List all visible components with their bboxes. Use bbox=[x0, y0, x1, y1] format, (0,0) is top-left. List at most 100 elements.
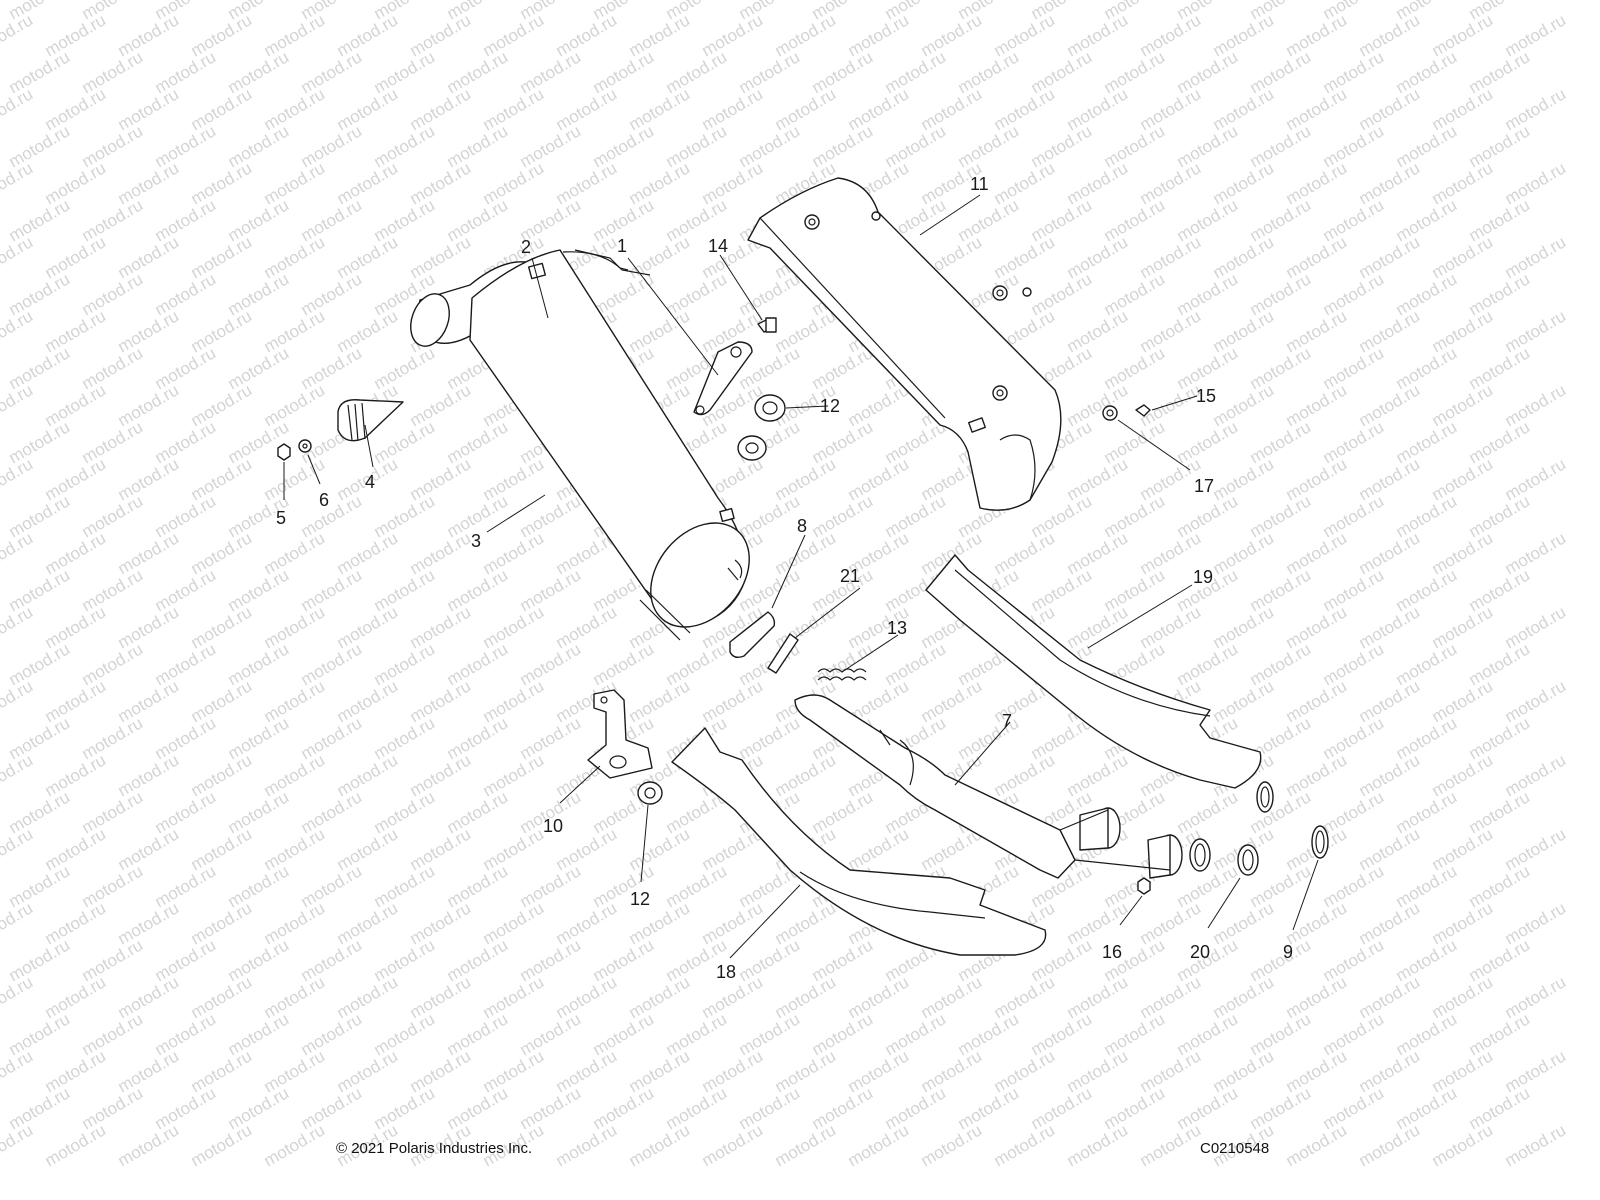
watermark-text: motod.ru bbox=[334, 1046, 402, 1096]
watermark-text: motod.ru bbox=[1502, 602, 1570, 652]
part-21-tube bbox=[767, 633, 799, 674]
callout-14: 14 bbox=[708, 236, 728, 256]
watermark-text: motod.ru bbox=[407, 380, 475, 430]
watermark-text: motod.ru bbox=[0, 306, 36, 356]
watermark-text: motod.ru bbox=[1356, 10, 1424, 60]
watermark-text: motod.ru bbox=[1210, 528, 1278, 578]
callout-1: 1 bbox=[617, 236, 627, 256]
watermark-text: motod.ru bbox=[407, 528, 475, 578]
watermark-text: motod.ru bbox=[1283, 84, 1351, 134]
part-14-bolt bbox=[757, 317, 777, 333]
watermark-text: motod.ru bbox=[42, 676, 110, 726]
watermark-text: motod.ru bbox=[1502, 232, 1570, 282]
watermark-text: motod.ru bbox=[1356, 84, 1424, 134]
watermark-text: motod.ru bbox=[188, 676, 256, 726]
watermark-text: motod.ru bbox=[188, 824, 256, 874]
watermark-text: motod.ru bbox=[1502, 306, 1570, 356]
watermark-text: motod.ru bbox=[407, 1046, 475, 1096]
part-11-heat-shield bbox=[747, 177, 1062, 511]
watermark-text: motod.ru bbox=[1283, 232, 1351, 282]
watermark-text: motod.ru bbox=[1210, 380, 1278, 430]
watermark-text: motod.ru bbox=[480, 972, 548, 1022]
watermark-text: motod.ru bbox=[1137, 898, 1205, 948]
watermark-text: motod.ru bbox=[626, 972, 694, 1022]
watermark-text: motod.ru bbox=[261, 972, 329, 1022]
part-15-bolt bbox=[1135, 404, 1151, 417]
part-12-grommet-upper bbox=[737, 394, 786, 461]
watermark-text: motod.ru bbox=[1283, 306, 1351, 356]
leader-lines bbox=[364, 194, 1319, 959]
part-10-bracket bbox=[587, 689, 653, 779]
watermark-text: motod.ru bbox=[261, 602, 329, 652]
watermark-text: motod.ru bbox=[188, 1120, 256, 1170]
watermark-text: motod.ru bbox=[1356, 306, 1424, 356]
watermark-text: motod.ru bbox=[115, 824, 183, 874]
watermark-text: motod.ru bbox=[626, 824, 694, 874]
watermark-text: motod.ru bbox=[0, 676, 36, 726]
watermark-text: motod.ru bbox=[115, 10, 183, 60]
watermark-text: motod.ru bbox=[1356, 232, 1424, 282]
watermark-text: motod.ru bbox=[42, 750, 110, 800]
watermark-text: motod.ru bbox=[1137, 602, 1205, 652]
watermark-text: motod.ru bbox=[261, 84, 329, 134]
callout-16: 16 bbox=[1102, 942, 1122, 962]
watermark-text: motod.ru bbox=[1429, 158, 1497, 208]
watermark-text: motod.ru bbox=[1429, 84, 1497, 134]
watermark-text: motod.ru bbox=[188, 528, 256, 578]
watermark-text: motod.ru bbox=[188, 380, 256, 430]
watermark-text: motod.ru bbox=[1356, 1120, 1424, 1170]
watermark-text: motod.ru bbox=[407, 10, 475, 60]
watermark-text: motod.ru bbox=[42, 602, 110, 652]
watermark-text: motod.ru bbox=[1210, 454, 1278, 504]
watermark-text: motod.ru bbox=[918, 676, 986, 726]
part-4-spark-arrestor bbox=[337, 399, 404, 442]
watermark-text: motod.ru bbox=[115, 676, 183, 726]
watermark-text: motod.ru bbox=[1210, 232, 1278, 282]
watermark-text: motod.ru bbox=[626, 158, 694, 208]
watermark-text: motod.ru bbox=[1429, 454, 1497, 504]
callout-17: 17 bbox=[1194, 476, 1214, 496]
callout-10: 10 bbox=[543, 816, 563, 836]
watermark-text: motod.ru bbox=[42, 1046, 110, 1096]
watermark-text: motod.ru bbox=[991, 1046, 1059, 1096]
watermark-text: motod.ru bbox=[0, 380, 36, 430]
watermark-text: motod.ru bbox=[407, 750, 475, 800]
watermark-text: motod.ru bbox=[699, 898, 767, 948]
watermark-text: motod.ru bbox=[115, 306, 183, 356]
watermark-text: motod.ru bbox=[1429, 10, 1497, 60]
watermark-text: motod.ru bbox=[1283, 676, 1351, 726]
watermark-text: motod.ru bbox=[553, 898, 621, 948]
watermark-text: motod.ru bbox=[1210, 158, 1278, 208]
part-1-bracket bbox=[693, 341, 753, 416]
watermark-text: motod.ru bbox=[115, 454, 183, 504]
watermark-text: motod.ru bbox=[553, 1120, 621, 1170]
watermark-text: motod.ru bbox=[115, 1120, 183, 1170]
watermark-text: motod.ru bbox=[1283, 528, 1351, 578]
watermark-text: motod.ru bbox=[918, 84, 986, 134]
watermark-text: motod.ru bbox=[1502, 158, 1570, 208]
watermark-text: motod.ru bbox=[1283, 454, 1351, 504]
callout-13: 13 bbox=[887, 618, 907, 638]
watermark-text: motod.ru bbox=[1210, 898, 1278, 948]
watermark-text: motod.ru bbox=[334, 306, 402, 356]
watermark-text: motod.ru bbox=[0, 1120, 36, 1170]
watermark-text: motod.ru bbox=[42, 1120, 110, 1170]
watermark-text: motod.ru bbox=[480, 158, 548, 208]
watermark-text: motod.ru bbox=[1429, 824, 1497, 874]
watermark-text: motod.ru bbox=[1283, 1046, 1351, 1096]
callouts: 1 2 3 4 5 6 7 8 9 10 11 12 12 13 14 15 1… bbox=[276, 174, 1293, 982]
diagram-code: C0210548 bbox=[1200, 1140, 1270, 1157]
part-3-muffler bbox=[410, 249, 750, 641]
watermark-text: motod.ru bbox=[0, 84, 36, 134]
watermark-text: motod.ru bbox=[115, 158, 183, 208]
watermark-text: motod.ru bbox=[1210, 676, 1278, 726]
watermark-text: motod.ru bbox=[42, 898, 110, 948]
part-6-washer bbox=[298, 439, 321, 485]
watermark-text: motod.ru bbox=[991, 1120, 1059, 1170]
watermark-text: motod.ru bbox=[261, 306, 329, 356]
watermark-text: motod.ru bbox=[1064, 306, 1132, 356]
watermark-text: motod.ru bbox=[1429, 750, 1497, 800]
watermark-text: motod.ru bbox=[991, 10, 1059, 60]
watermark-text: motod.ru bbox=[115, 232, 183, 282]
watermark-text: motod.ru bbox=[1356, 1046, 1424, 1096]
